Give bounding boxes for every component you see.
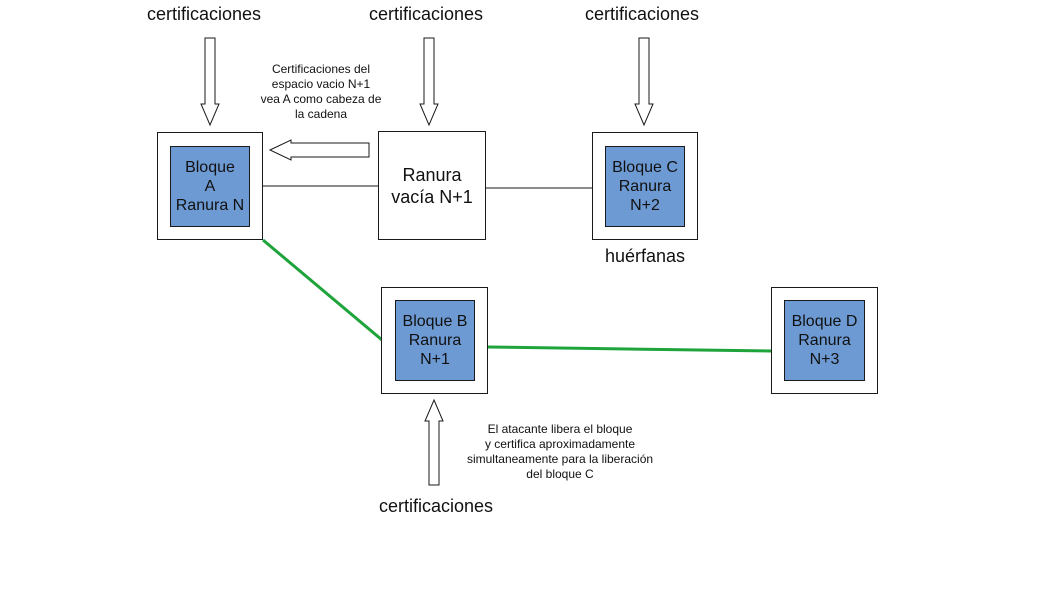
certifications-label-empty: certificaciones xyxy=(368,4,484,24)
block-c-slot: Bloque C Ranura N+2 xyxy=(605,146,685,227)
block-b-slot: Bloque B Ranura N+1 xyxy=(395,300,475,381)
chain-link-a-b xyxy=(262,238,383,342)
block-c: Bloque C Ranura N+2 xyxy=(592,132,698,240)
arrow-down-icon xyxy=(419,37,439,127)
block-a: Bloque A Ranura N xyxy=(157,132,263,240)
arrow-up-icon xyxy=(424,398,444,486)
chain-link-b-d xyxy=(487,345,772,353)
block-d: Bloque D Ranura N+3 xyxy=(771,287,878,394)
empty-slot-n1: Ranura vacía N+1 xyxy=(378,131,486,240)
empty-slot-note: Certificaciones del espacio vacio N+1 ve… xyxy=(260,62,382,121)
block-d-slot: Bloque D Ranura N+3 xyxy=(784,300,865,381)
certifications-label-c: certificaciones xyxy=(584,4,700,24)
orphans-label: huérfanas xyxy=(604,246,686,266)
arrow-down-icon xyxy=(634,37,654,127)
certifications-label-b: certificaciones xyxy=(378,496,494,516)
block-a-slot: Bloque A Ranura N xyxy=(170,146,250,227)
certifications-label-a: certificaciones xyxy=(146,4,262,24)
arrow-left-icon xyxy=(268,139,370,161)
arrow-down-icon xyxy=(200,37,220,127)
attacker-note: El atacante libera el bloque y certifica… xyxy=(466,422,654,481)
block-b: Bloque B Ranura N+1 xyxy=(381,287,488,394)
